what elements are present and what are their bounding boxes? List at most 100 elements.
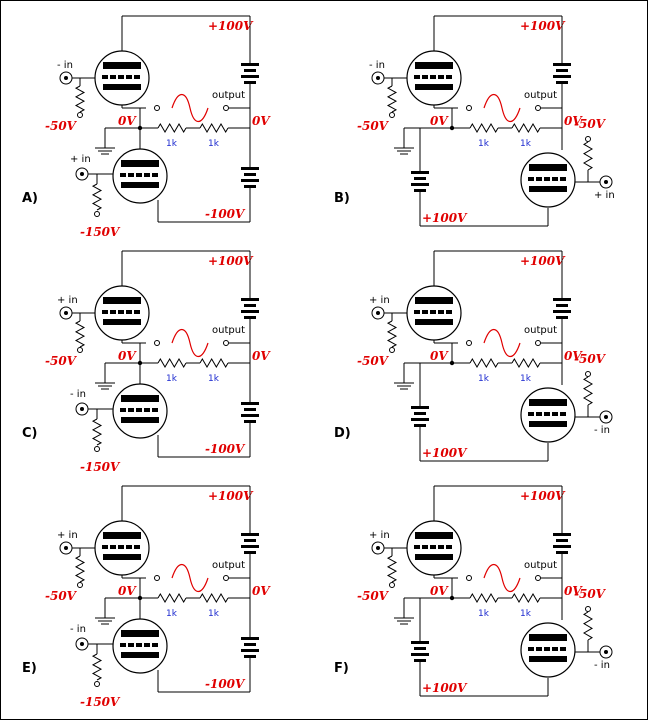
battery-plate (414, 659, 426, 662)
tube-grid (446, 310, 452, 314)
tube-cathode (103, 554, 141, 560)
tube-grid (430, 310, 436, 314)
terminal (154, 575, 160, 581)
r2-value: 1k (520, 609, 532, 619)
top-bias-voltage: -50V (357, 354, 390, 368)
terminal (223, 340, 229, 346)
bottom-rail-voltage: +100V (422, 211, 468, 225)
tube-grid (102, 545, 108, 549)
resistor-r2 (199, 123, 229, 133)
r1-value: 1k (478, 374, 490, 384)
output-waveform (483, 93, 521, 123)
top-grid-resistor (74, 320, 86, 348)
bottom-battery (241, 393, 259, 431)
bottom-tube (520, 387, 576, 443)
top-grid-resistor (74, 85, 86, 113)
battery-plate (241, 75, 259, 78)
tube-cathode (529, 186, 567, 192)
terminal (535, 575, 541, 581)
bottom-grid-resistor (91, 418, 103, 446)
top-input-jack (59, 306, 73, 320)
tube-grid (560, 177, 566, 181)
resistor-r2 (511, 358, 541, 368)
r2-value: 1k (208, 609, 220, 619)
battery-plate (241, 637, 259, 640)
top-tube (406, 50, 462, 106)
ground-symbol (95, 147, 115, 155)
tube-grid (120, 173, 126, 177)
top-grid-resistor (386, 320, 398, 348)
tube-grid (128, 643, 134, 647)
output-label: output (212, 560, 245, 571)
tube-grid (552, 647, 558, 651)
jack-pin (376, 311, 380, 315)
terminal (77, 582, 83, 588)
top-input-jack (371, 306, 385, 320)
ground-symbol (95, 382, 115, 390)
panel-label: F) (334, 661, 349, 676)
tube-grid (560, 647, 566, 651)
tube-plate (103, 532, 141, 539)
battery-plate (411, 641, 429, 644)
bottom-battery (241, 628, 259, 666)
jack-pin (80, 642, 84, 646)
bottom-input-jack (75, 637, 89, 651)
top-input-label: + in (369, 530, 390, 541)
bottom-input-label: + in (594, 190, 615, 201)
terminal (535, 340, 541, 346)
top-bias-voltage: -50V (357, 119, 390, 133)
battery-plate (411, 183, 429, 186)
tube-grid (126, 310, 132, 314)
bottom-bias-voltage: -50V (574, 587, 607, 601)
top-battery (553, 289, 571, 327)
top-input-label: + in (369, 295, 390, 306)
bottom-grid-resistor (91, 183, 103, 211)
bottom-input-jack (599, 410, 613, 424)
top-tube (94, 50, 150, 106)
tube-grid (110, 310, 116, 314)
terminal (94, 446, 100, 452)
bottom-input-label: + in (70, 154, 91, 165)
bottom-bias-voltage: -50V (574, 117, 607, 131)
battery-plate (556, 304, 568, 307)
resistor-r2 (511, 123, 541, 133)
battery-plate (241, 298, 259, 301)
tube-grid (446, 75, 452, 79)
tube-grid (102, 75, 108, 79)
terminal (223, 575, 229, 581)
terminal (154, 340, 160, 346)
resistor-r1 (157, 593, 187, 603)
top-input-jack (59, 71, 73, 85)
tube-grid (422, 545, 428, 549)
output-waveform (171, 563, 209, 593)
jack-pin (64, 76, 68, 80)
bottom-bias-voltage: -150V (80, 225, 121, 239)
battery-plate (411, 418, 429, 421)
left-node-voltage: 0V (430, 114, 449, 128)
tube-grid (110, 75, 116, 79)
right-node-voltage: 0V (564, 584, 583, 598)
top-tube (94, 285, 150, 341)
tube-grid (414, 545, 420, 549)
battery-plate (244, 185, 256, 188)
bottom-grid-resistor (91, 653, 103, 681)
tube-plate (415, 297, 453, 304)
top-battery (553, 54, 571, 92)
jack-pin (64, 546, 68, 550)
r2-value: 1k (208, 374, 220, 384)
top-rail-voltage: +100V (208, 254, 254, 268)
top-rail-voltage: +100V (208, 489, 254, 503)
battery-plate (411, 171, 429, 174)
tube-cathode (121, 652, 159, 658)
bottom-tube (112, 383, 168, 439)
terminal (535, 105, 541, 111)
battery-plate (241, 649, 259, 652)
r1-value: 1k (166, 139, 178, 149)
tube-grid (544, 647, 550, 651)
tube-cathode (103, 319, 141, 325)
bottom-grid-resistor (583, 611, 593, 641)
bottom-input-jack (599, 645, 613, 659)
tube-grid (152, 173, 158, 177)
